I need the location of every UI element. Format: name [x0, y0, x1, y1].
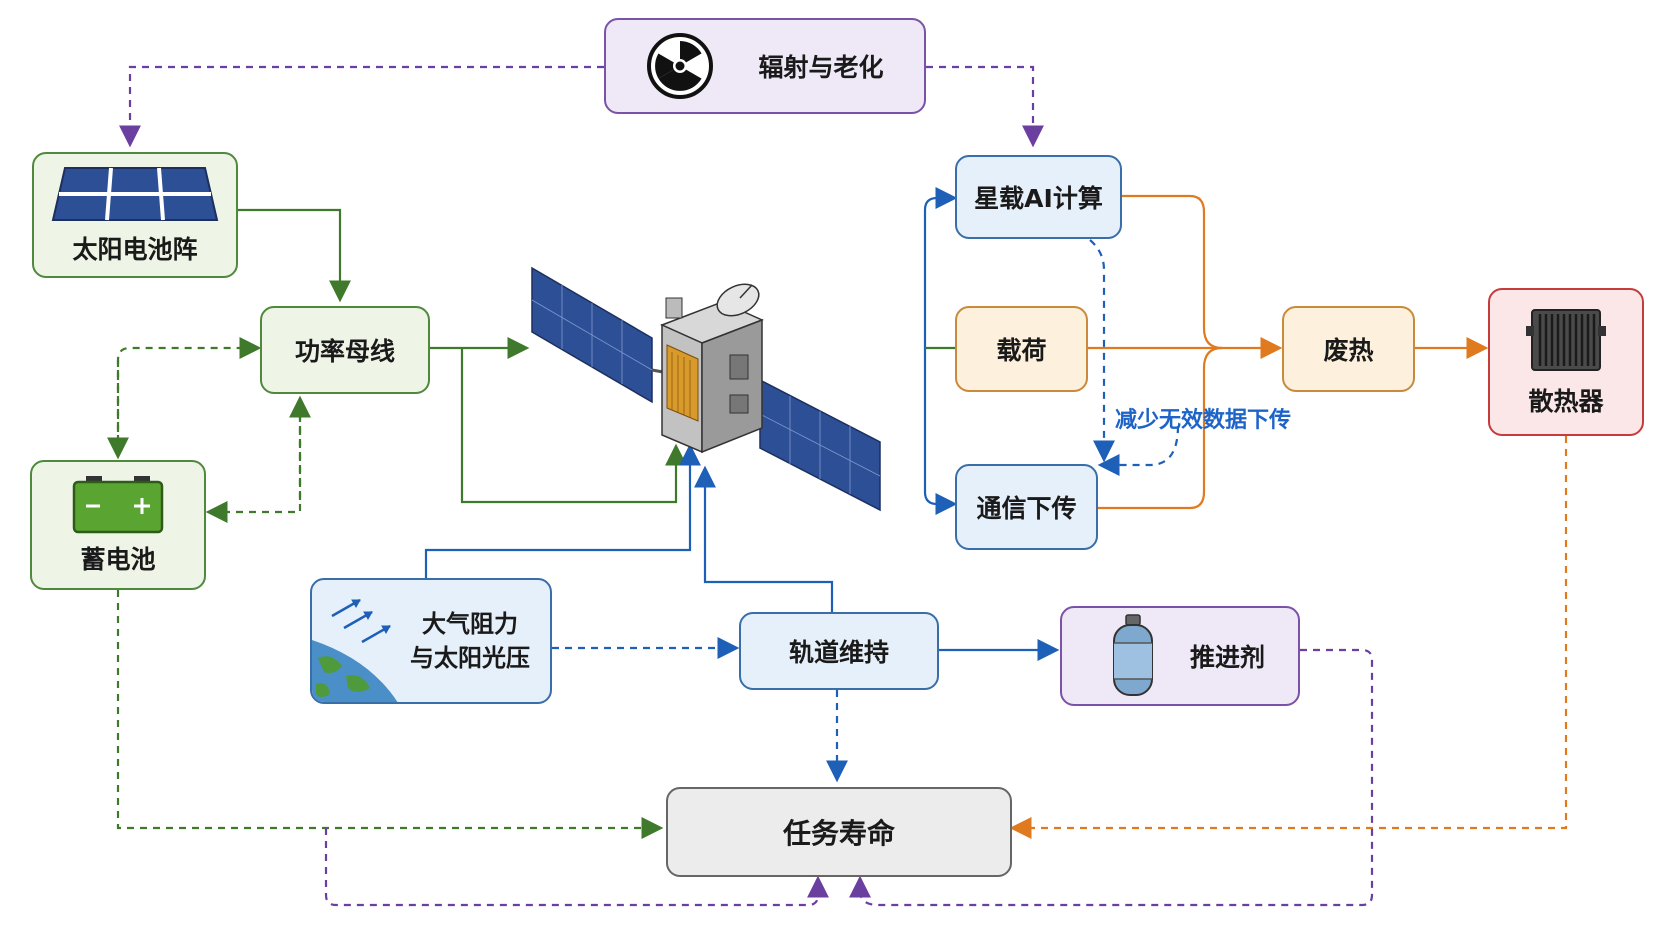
solar-panel-icon — [51, 167, 219, 221]
payload-label: 载荷 — [996, 336, 1047, 365]
satellite-left-panel — [531, 266, 653, 404]
lifetime-loops — [324, 648, 1374, 907]
battery-links — [107, 337, 664, 839]
power-bus-label: 功率母线 — [294, 337, 395, 366]
battery-label: 蓄电池 — [80, 545, 156, 574]
heat-links — [1088, 194, 1489, 510]
power-links — [238, 208, 687, 504]
battery-icon — [72, 476, 164, 534]
onboard-ai-node: 星载AI计算 — [955, 155, 1122, 239]
radiator-label: 散热器 — [1528, 387, 1604, 416]
propellant-tank-icon — [1113, 614, 1153, 696]
propellant-node: 推进剂 — [1060, 606, 1300, 706]
satellite-right-panel — [759, 378, 881, 512]
radiation-aging-label: 辐射与老化 — [758, 53, 884, 82]
drag-label-line2: 与太阳光压 — [410, 644, 530, 672]
orbit-maintenance-node: 轨道维持 — [739, 612, 939, 690]
orbit-maintenance-label: 轨道维持 — [788, 638, 889, 667]
reduce-downlink-annotation: 减少无效数据下传 — [1115, 408, 1292, 433]
payload-node: 载荷 — [955, 306, 1088, 392]
radiator-node: 散热器 — [1488, 288, 1644, 436]
battery-node: 蓄电池 — [30, 460, 206, 590]
earth-icon — [312, 598, 398, 702]
solar-array-node: 太阳电池阵 — [32, 152, 238, 278]
satellite-antenna — [665, 283, 760, 319]
radiator-lifetime-link — [1009, 436, 1568, 839]
waste-heat-node: 废热 — [1282, 306, 1415, 392]
downlink-label: 通信下传 — [976, 494, 1077, 523]
blue-links — [424, 187, 1060, 661]
radiator-icon — [1526, 309, 1606, 371]
downlink-node: 通信下传 — [955, 464, 1098, 550]
solar-array-label: 太阳电池阵 — [72, 235, 198, 264]
drag-pressure-node: 大气阻力 与太阳光压 — [310, 578, 552, 704]
satellite-body — [660, 301, 764, 454]
mission-lifetime-label: 任务寿命 — [782, 817, 895, 850]
mission-lifetime-node: 任务寿命 — [666, 787, 1012, 877]
propellant-label: 推进剂 — [1190, 643, 1266, 672]
waste-heat-label: 废热 — [1323, 336, 1374, 365]
satellite-icon — [531, 266, 881, 512]
radiation-links — [119, 65, 1044, 148]
onboard-ai-label: 星载AI计算 — [974, 184, 1103, 213]
power-bus-node: 功率母线 — [260, 306, 430, 394]
radiation-aging-node: 辐射与老化 — [604, 18, 926, 114]
radiation-icon — [647, 33, 714, 99]
drag-label-line1: 大气阻力 — [422, 610, 518, 638]
blue-dashed-links — [552, 239, 1180, 783]
